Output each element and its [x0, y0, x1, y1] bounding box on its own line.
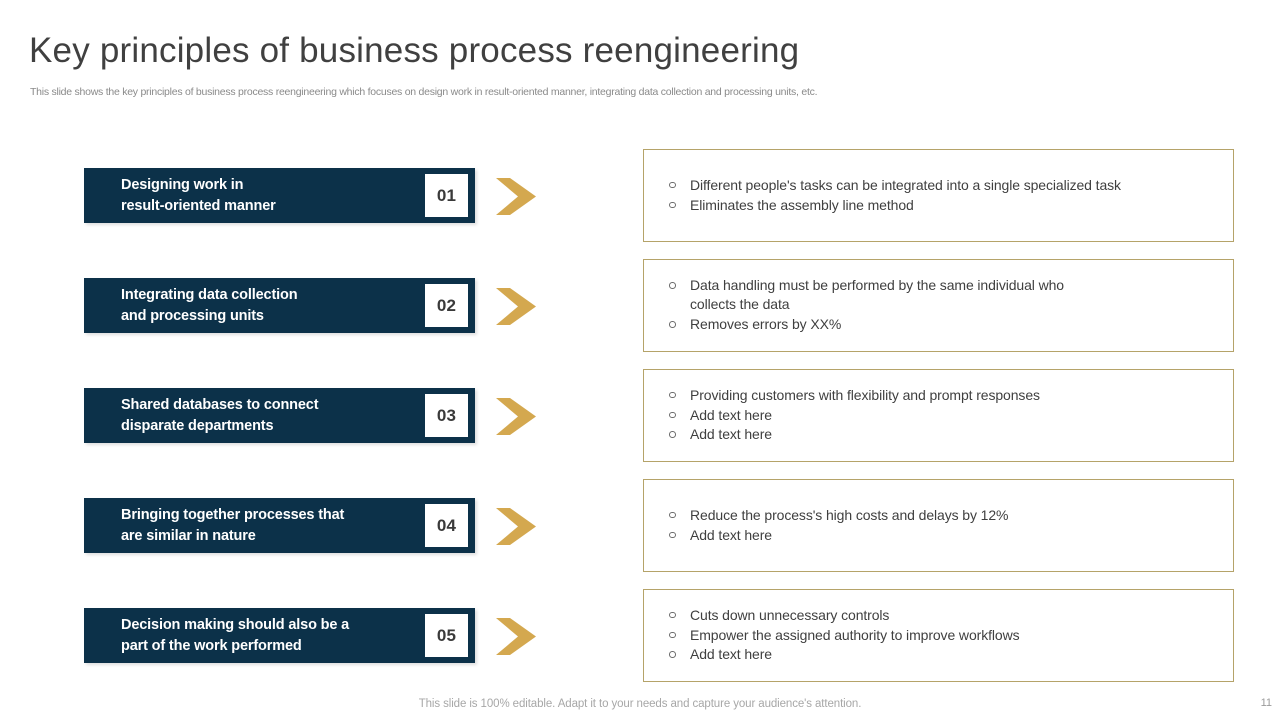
principle-title-line2: are similar in nature: [121, 527, 256, 544]
bullet-ring-icon: [669, 431, 676, 438]
bullet-ring-icon: [669, 282, 676, 289]
principle-label-block-01[interactable]: Designing work in result-oriented manner…: [84, 168, 475, 223]
principle-row: Bringing together processes that are sim…: [0, 478, 1280, 588]
principle-title-line1: Bringing together processes that: [121, 506, 345, 523]
list-item: Different people's tasks can be integrat…: [666, 176, 1215, 195]
chevron-right-icon: [494, 287, 538, 326]
list-item: Add text here: [666, 406, 1215, 425]
list-item: Empower the assigned authority to improv…: [666, 626, 1215, 645]
list-item: Add text here: [666, 526, 1215, 545]
principle-row: Integrating data collection and processi…: [0, 258, 1280, 368]
bullet-ring-icon: [669, 391, 676, 399]
principles-list: Designing work in result-oriented manner…: [0, 148, 1280, 698]
footer-note: This slide is 100% editable. Adapt it to…: [418, 698, 862, 710]
page-number: 11: [1260, 697, 1272, 709]
bullet-text: Providing customers with flexibility and…: [690, 386, 1040, 403]
principle-row: Shared databases to connect disparate de…: [0, 368, 1280, 478]
bullet-ring-icon: [669, 321, 676, 328]
principle-number-badge-05: 05: [425, 614, 468, 657]
bullet-text: Add text here: [690, 406, 772, 423]
bullet-ring-icon: [669, 411, 676, 419]
principle-title-line1: Decision making should also be a: [121, 616, 350, 633]
bullet-list-01: Different people's tasks can be integrat…: [666, 176, 1215, 216]
list-item: Reduce the process's high costs and dela…: [666, 506, 1215, 525]
list-item: Add text here: [666, 425, 1215, 444]
page-title: Key principles of business process reeng…: [29, 31, 800, 70]
principle-label-block-03[interactable]: Shared databases to connect disparate de…: [84, 388, 475, 443]
bullet-ring-icon: [669, 531, 676, 538]
principle-row: Designing work in result-oriented manner…: [0, 148, 1280, 258]
principle-content-card-01: Different people's tasks can be integrat…: [643, 149, 1234, 242]
principle-number-badge-02: 02: [425, 284, 468, 327]
chevron-right-icon: [494, 397, 538, 436]
bullet-text: Cuts down unnecessary controls: [690, 606, 890, 623]
bullet-text: Data handling must be performed by the s…: [690, 277, 1064, 313]
principle-title-line1: Shared databases to connect: [121, 396, 319, 413]
principle-title-01: Designing work in result-oriented manner: [84, 168, 425, 223]
chevron-right-icon: [494, 507, 538, 546]
principle-label-block-02[interactable]: Integrating data collection and processi…: [84, 278, 475, 333]
principle-label-block-05[interactable]: Decision making should also be a part of…: [84, 608, 475, 663]
principle-title-02: Integrating data collection and processi…: [84, 278, 425, 333]
principle-title-05: Decision making should also be a part of…: [84, 608, 425, 663]
principle-label-block-04[interactable]: Bringing together processes that are sim…: [84, 498, 475, 553]
bullet-ring-icon: [669, 511, 676, 519]
bullet-text: Add text here: [690, 426, 772, 443]
bullet-ring-icon: [669, 631, 676, 639]
bullet-list-05: Cuts down unnecessary controls Empower t…: [666, 606, 1215, 665]
bullet-text: Empower the assigned authority to improv…: [690, 626, 1020, 643]
principle-number-badge-04: 04: [425, 504, 468, 547]
principle-content-card-04: Reduce the process's high costs and dela…: [643, 479, 1234, 572]
bullet-ring-icon: [669, 611, 676, 619]
principle-title-line2: and processing units: [121, 307, 264, 324]
list-item: Add text here: [666, 645, 1215, 664]
page-subtitle: This slide shows the key principles of b…: [30, 86, 818, 98]
bullet-ring-icon: [669, 201, 676, 208]
principle-number-badge-03: 03: [425, 394, 468, 437]
bullet-text: Add text here: [690, 646, 772, 663]
principle-title-line1: Integrating data collection: [121, 286, 298, 303]
principle-content-card-02: Data handling must be performed by the s…: [643, 259, 1234, 352]
chevron-right-icon: [494, 177, 538, 216]
list-item: Cuts down unnecessary controls: [666, 606, 1215, 625]
bullet-ring-icon: [669, 651, 676, 658]
list-item: Providing customers with flexibility and…: [666, 386, 1215, 405]
list-item: Eliminates the assembly line method: [666, 196, 1215, 215]
principle-number-badge-01: 01: [425, 174, 468, 217]
bullet-list-02: Data handling must be performed by the s…: [666, 276, 1215, 335]
bullet-text: Add text here: [690, 526, 772, 543]
principle-content-card-03: Providing customers with flexibility and…: [643, 369, 1234, 462]
principle-title-03: Shared databases to connect disparate de…: [84, 388, 425, 443]
chevron-right-icon: [494, 617, 538, 656]
principle-title-04: Bringing together processes that are sim…: [84, 498, 425, 553]
bullet-ring-icon: [669, 181, 676, 189]
bullet-text: Different people's tasks can be integrat…: [690, 176, 1121, 193]
list-item: Removes errors by XX%: [666, 315, 1215, 334]
bullet-list-04: Reduce the process's high costs and dela…: [666, 506, 1215, 546]
principle-title-line2: result-oriented manner: [121, 197, 276, 214]
bullet-text: Eliminates the assembly line method: [690, 196, 914, 213]
principle-row: Decision making should also be a part of…: [0, 588, 1280, 698]
principle-content-card-05: Cuts down unnecessary controls Empower t…: [643, 589, 1234, 682]
principle-title-line1: Designing work in: [121, 176, 244, 193]
principle-title-line2: part of the work performed: [121, 637, 302, 654]
bullet-list-03: Providing customers with flexibility and…: [666, 386, 1215, 445]
bullet-text: Removes errors by XX%: [690, 316, 842, 333]
bullet-text: Reduce the process's high costs and dela…: [690, 506, 1009, 523]
principle-title-line2: disparate departments: [121, 417, 274, 434]
list-item: Data handling must be performed by the s…: [666, 276, 1086, 315]
